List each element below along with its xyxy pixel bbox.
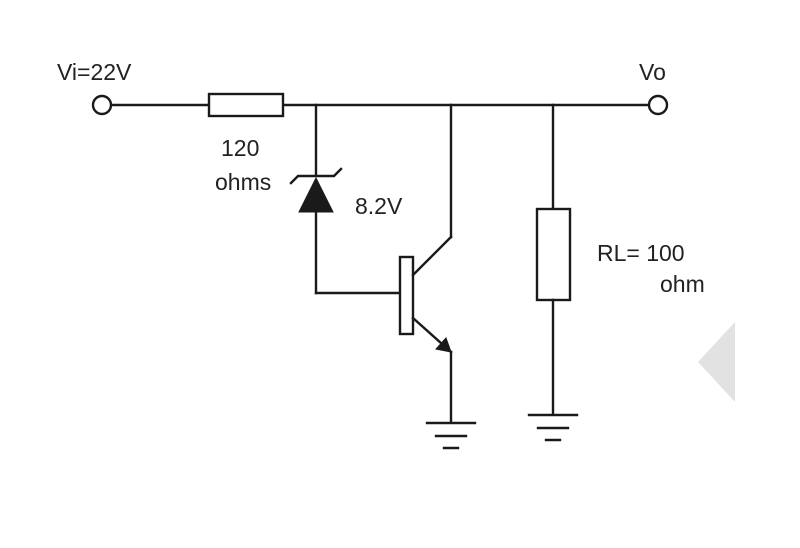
- zener-voltage-label: 8.2V: [355, 193, 403, 219]
- series-resistor-unit-label: ohms: [215, 169, 271, 195]
- load-resistor-unit-label: ohm: [660, 271, 705, 297]
- ground-symbol-emitter: [425, 421, 477, 450]
- zener-bar: [289, 167, 343, 185]
- load-resistor: [535, 207, 572, 302]
- input-voltage-label: Vi=22V: [57, 59, 132, 85]
- transistor-base-bar: [398, 255, 415, 336]
- zener-diode: [298, 176, 334, 213]
- series-resistor-value-label: 120: [221, 135, 259, 161]
- output-terminal: [647, 94, 669, 116]
- ground-symbol-load: [527, 413, 579, 442]
- series-resistor: [207, 92, 285, 118]
- input-terminal: [91, 94, 113, 116]
- collector-lead: [411, 235, 453, 277]
- emitter-arrow: [435, 337, 452, 353]
- watermark-arrow-icon: [698, 322, 735, 402]
- load-resistor-label: RL= 100: [597, 240, 685, 266]
- output-voltage-label: Vo: [639, 59, 666, 85]
